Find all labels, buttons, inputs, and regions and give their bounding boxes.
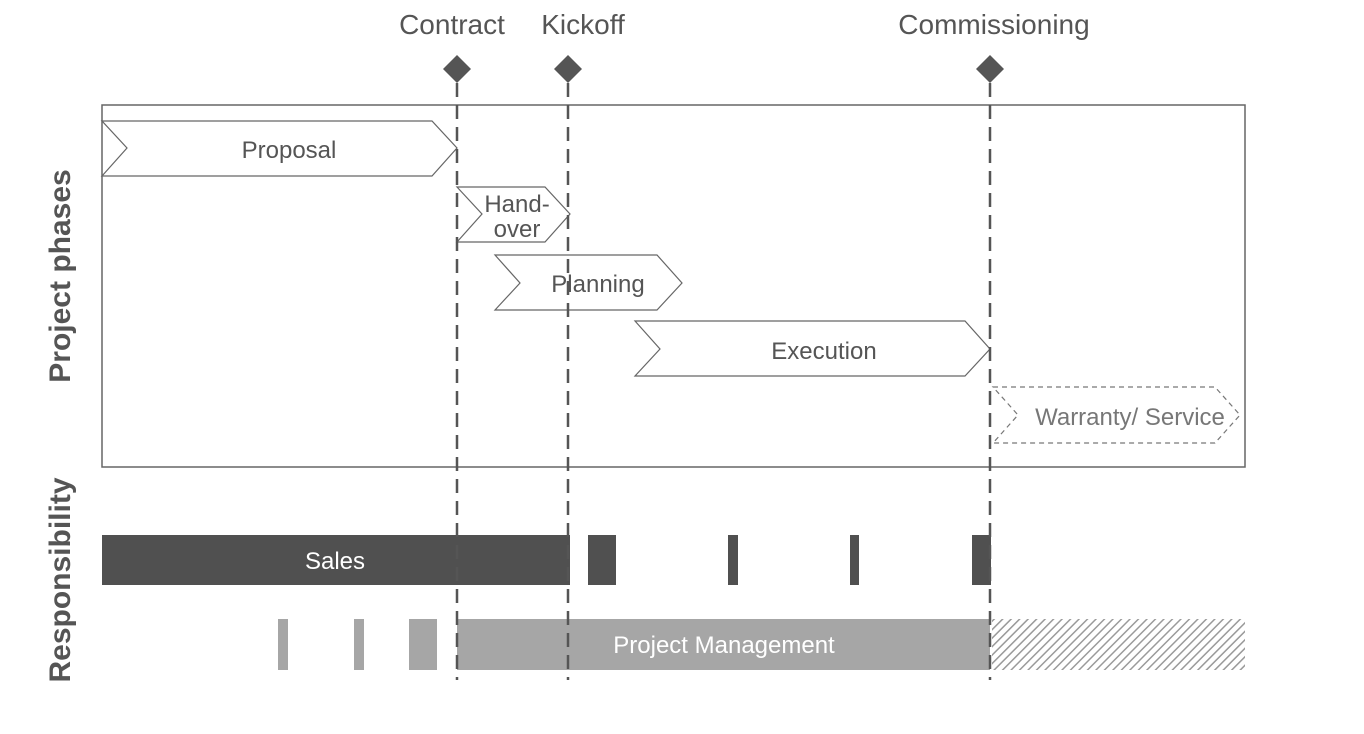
- milestone-label-kickoff: Kickoff: [541, 9, 625, 40]
- phase-label-handover-line2: over: [494, 216, 541, 243]
- milestone-label-commissioning: Commissioning: [898, 9, 1089, 40]
- axis-label-responsibility: Responsibility: [44, 477, 77, 682]
- axis-label-project-phases: Project phases: [44, 169, 77, 382]
- milestone-diamond-commissioning: [976, 55, 1004, 83]
- phase-frame: [101, 104, 1246, 468]
- sales-segment-1: [588, 535, 616, 585]
- sales-segment-3: [850, 535, 859, 585]
- sales-segment-4: [972, 535, 991, 585]
- milestone-diamond-contract: [443, 55, 471, 83]
- phase-label-proposal: Proposal: [242, 137, 337, 164]
- phase-chevron-planning: [493, 254, 683, 311]
- project-management-bar: [457, 619, 990, 670]
- sales-bar-label: Sales: [305, 548, 365, 575]
- pm-segment-2: [354, 619, 364, 670]
- phase-label-planning: Planning: [551, 271, 644, 298]
- milestone-label-contract: Contract: [399, 9, 505, 40]
- phase-label-warranty: Warranty/ Service: [1035, 404, 1225, 431]
- milestone-diamond-kickoff: [554, 55, 582, 83]
- phase-label-handover-line1: Hand-: [484, 191, 549, 218]
- pm-segment-3: [409, 619, 437, 670]
- phase-chevron-warranty: [991, 386, 1241, 444]
- phase-chevron-proposal: [100, 120, 458, 177]
- sales-segment-2: [728, 535, 738, 585]
- phase-chevron-execution: [633, 320, 991, 377]
- pm-segment-1: [278, 619, 288, 670]
- phase-label-execution: Execution: [771, 338, 876, 365]
- warranty-hatched-bar: [992, 619, 1245, 670]
- project-management-bar-label: Project Management: [613, 632, 835, 659]
- phase-chevron-handover: [455, 186, 571, 243]
- sales-bar: [102, 535, 570, 585]
